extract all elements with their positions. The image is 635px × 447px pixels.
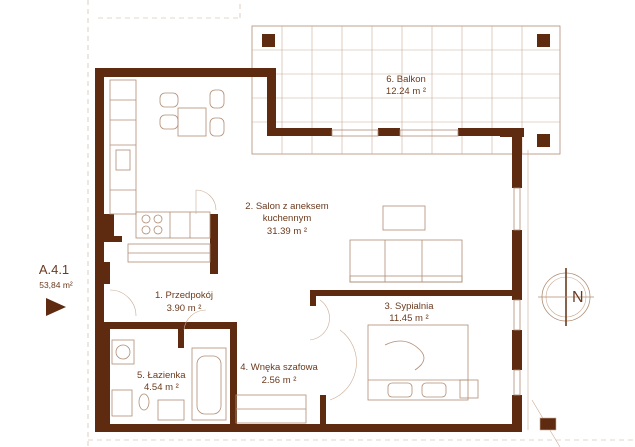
dining-table [159,89,225,137]
compass-icon: N [538,268,594,326]
entrance-arrow-icon [46,298,66,316]
room-area-salon: 31.39 m ² [267,226,307,237]
room-name-balcony: 6. Balkon [386,74,426,85]
pillar [539,417,557,431]
room-area-closet: 2.56 m ² [262,375,297,386]
windows [331,129,521,396]
balcony-pillar [537,34,550,47]
room-name-salon-line2: kuchennym [263,213,312,224]
apartment-code: A.4.1 [39,262,69,277]
room-area-bedroom: 11.45 m ² [389,313,428,324]
walls [95,68,524,432]
room-name-closet: 4. Wnęka szafowa [240,362,318,373]
room-area-hallway: 3.90 m ² [167,303,202,314]
kitchen [109,79,211,239]
apartment-area: 53,84 m² [39,280,73,290]
room-area-bathroom: 4.54 m ² [144,382,179,393]
balcony-pillar [537,134,550,147]
salon-furniture [349,205,463,283]
bathroom-fixtures [111,339,227,421]
bathtub-icon [196,355,222,415]
room-name-salon-line1: 2. Salon z aneksem [245,201,329,212]
bed [367,324,479,401]
doors [109,189,357,401]
room-area-balcony: 12.24 m ² [386,86,426,97]
room-name-bedroom: 3. Sypialnia [384,301,434,312]
toilet-icon [138,393,150,411]
sink-icon [115,149,131,171]
room-name-hallway: 1. Przedpokój [155,290,213,301]
hallway-wardrobe [127,243,307,424]
balcony-pillar [262,34,275,47]
outside-structure [527,150,561,447]
site-boundary [87,0,635,447]
compass-north-letter: N [572,289,584,306]
room-name-bathroom: 5. Łazienka [137,370,186,381]
washbasin-icon [115,344,131,360]
